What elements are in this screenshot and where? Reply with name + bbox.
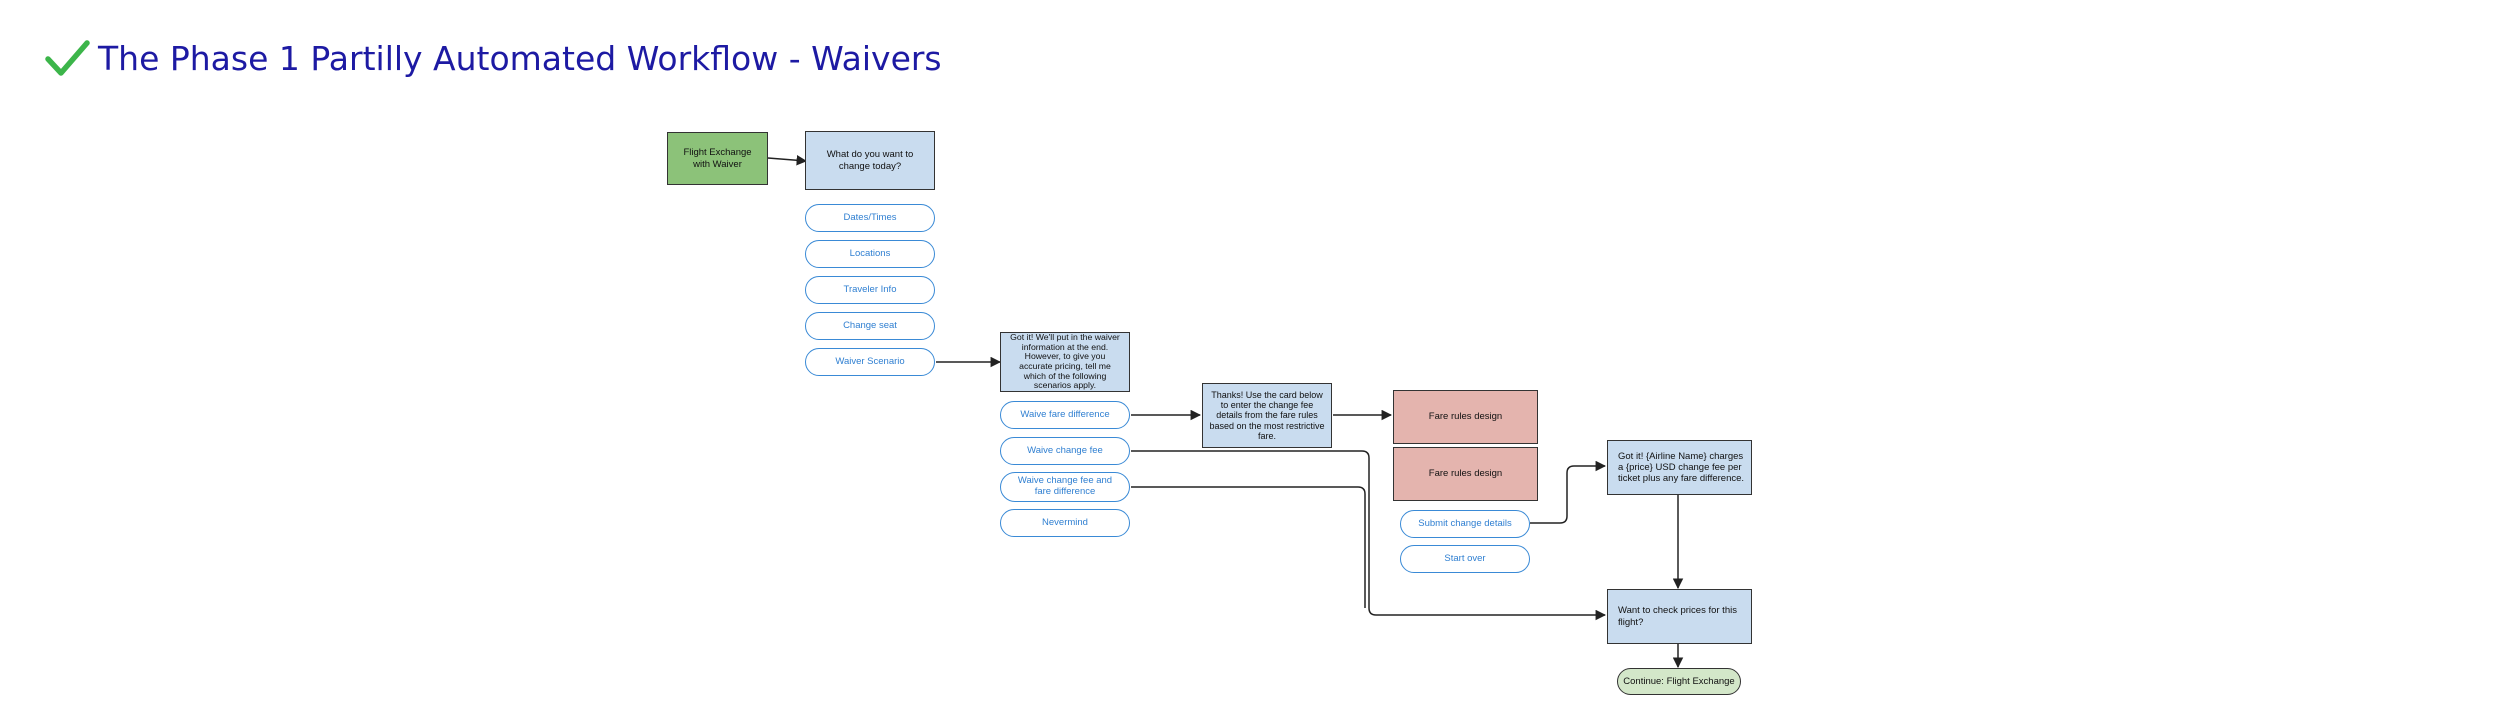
thanks-message-node: Thanks! Use the card below to enter the … [1202,383,1332,448]
option-start-over[interactable]: Start over [1400,545,1530,573]
connector-both-to-checkprices [1131,486,1366,608]
connector-changefee-to-checkprices [1131,450,1607,621]
fare-rules-design-2: Fare rules design [1393,447,1538,501]
option-traveler-info[interactable]: Traveler Info [805,276,935,304]
start-node: Flight Exchange with Waiver [667,132,768,185]
continue-flight-exchange[interactable]: Continue: Flight Exchange [1617,668,1741,695]
fare-rules-design-1: Fare rules design [1393,390,1538,444]
question-node: What do you want to change today? [805,131,935,190]
option-waiver-scenario[interactable]: Waiver Scenario [805,348,935,376]
charges-message-node: Got it! {Airline Name} charges a {price}… [1607,440,1752,495]
option-locations[interactable]: Locations [805,240,935,268]
page-header: The Phase 1 Partilly Automated Workflow … [44,32,942,84]
option-dates-times[interactable]: Dates/Times [805,204,935,232]
option-waive-both[interactable]: Waive change fee and fare difference [1000,472,1130,502]
option-waive-fare-difference[interactable]: Waive fare difference [1000,401,1130,429]
option-submit-change-details[interactable]: Submit change details [1400,510,1530,538]
connector-submit-to-charges [1530,460,1607,524]
check-prices-node: Want to check prices for this flight? [1607,589,1752,644]
option-nevermind[interactable]: Nevermind [1000,509,1130,537]
waiver-message-node: Got it! We'll put in the waiver informat… [1000,332,1130,392]
checkmark-icon [45,40,90,76]
page-title: The Phase 1 Partilly Automated Workflow … [98,38,942,78]
option-waive-change-fee[interactable]: Waive change fee [1000,437,1130,465]
option-change-seat[interactable]: Change seat [805,312,935,340]
connector-start-to-question [767,155,808,166]
